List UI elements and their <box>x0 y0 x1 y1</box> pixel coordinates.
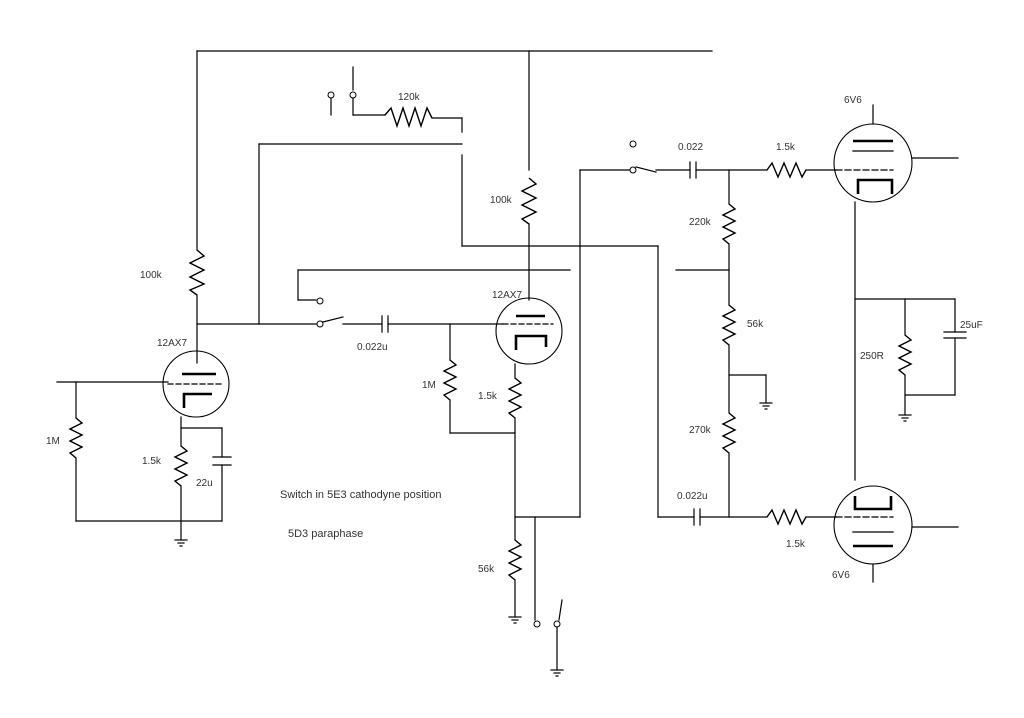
v1-cathode: 1.5k 22u <box>142 416 232 547</box>
cap-22u-label: 22u <box>196 478 213 489</box>
cap-0-022u-mid-label: 0.022u <box>357 342 388 353</box>
resistor-100k-left-label: 100k <box>140 270 163 281</box>
cap-25uf-label: 25uF <box>960 320 983 331</box>
resistor-120k-label: 120k <box>398 92 421 103</box>
output-cathode-bias: 250R 25uF <box>854 298 983 422</box>
resistor-1m-mid-label: 1M <box>422 380 436 391</box>
switch-note: Switch in 5E3 cathodyne position <box>280 489 441 501</box>
resistor-1-5k-cath-left-label: 1.5k <box>142 456 162 467</box>
resistor-56k-div-label: 56k <box>747 319 764 330</box>
grid-stopper-bottom: 1.5k <box>766 508 837 550</box>
feedback-switch <box>327 66 463 133</box>
tube-v1: 12AX7 <box>56 338 230 418</box>
tube-v4: 6V6 <box>832 485 959 583</box>
cap-0-022u-bot-label: 0.022u <box>677 491 708 502</box>
tube-v1-label: 12AX7 <box>157 338 187 349</box>
cap-0-022-top-label: 0.022 <box>678 142 703 153</box>
tube-v4-label: 6V6 <box>832 570 850 581</box>
paraphase-note: 5D3 paraphase <box>288 528 363 540</box>
input-switch: 0.022u <box>297 269 571 353</box>
divider-network: 220k 56k 270k <box>675 169 773 518</box>
resistor-1-5k-bot-label: 1.5k <box>786 539 806 550</box>
top-wiring <box>196 50 713 251</box>
resistor-1m-grid-label: 1M <box>46 436 60 447</box>
tube-v3: 6V6 <box>833 95 959 481</box>
resistor-250r-label: 250R <box>860 351 884 362</box>
resistor-1-5k-top-label: 1.5k <box>776 142 796 153</box>
bottom-coupling: 0.022u <box>657 491 768 526</box>
v1-grid-leak: 1M <box>46 381 223 522</box>
v2-grid-resistor: 1M <box>422 323 516 434</box>
v1-plate-wiring <box>196 143 659 518</box>
resistor-56k-tail-label: 56k <box>478 564 495 575</box>
grid-stopper-top: 1.5k <box>766 142 837 179</box>
resistor-220k-label: 220k <box>689 217 712 228</box>
resistor-120k: 120k <box>384 92 433 129</box>
resistor-1-5k-cath-mid-label: 1.5k <box>478 391 498 402</box>
bottom-switch <box>514 169 581 677</box>
tube-v3-label: 6V6 <box>844 95 862 106</box>
tube-v2-label: 12AX7 <box>492 290 522 301</box>
resistor-270k-label: 270k <box>689 425 712 436</box>
tube-v2: 12AX7 <box>492 290 563 365</box>
output-switch: 0.022 <box>579 140 768 179</box>
tail-resistor-56k: 56k <box>478 539 523 624</box>
resistor-100k-mid: 100k <box>490 177 538 301</box>
resistor-100k-mid-label: 100k <box>490 195 513 206</box>
v2-cathode: 1.5k <box>478 363 523 541</box>
resistor-100k-left: 100k <box>140 249 206 296</box>
